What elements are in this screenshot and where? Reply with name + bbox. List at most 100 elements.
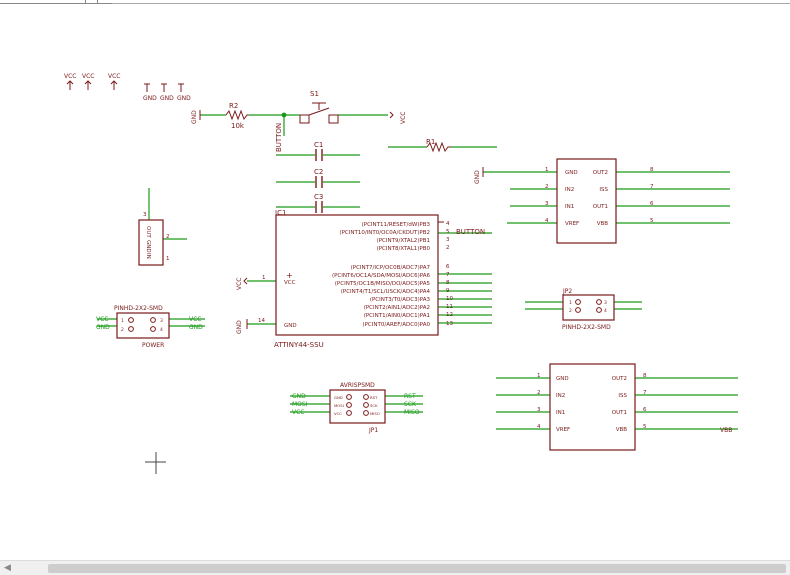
reg-pin-gnd: GND — [145, 240, 151, 253]
s1-label: S1 — [310, 90, 319, 98]
driver-pin-num: 5 — [650, 218, 654, 224]
ic-vcc-pin: VCC — [284, 280, 296, 286]
schematic-canvas[interactable]: VCC VCC VCC GND GND GND GND VCC VCC GND … — [0, 4, 790, 560]
capacitors[interactable] — [315, 149, 323, 213]
vcc-supply-symbols — [66, 80, 484, 329]
driver-pin-num: 2 — [537, 390, 541, 396]
isp-pin: VCC — [334, 411, 342, 416]
ic-pin-label: (PCINT9/XTAL2)PB1 — [377, 238, 430, 244]
pin-num: 1 — [569, 300, 572, 306]
driver-pin-num: 7 — [643, 390, 647, 396]
pin-num: 3 — [604, 300, 607, 306]
driver-pin-right: VBB — [597, 221, 609, 227]
ic-vcc-num: 1 — [262, 275, 266, 281]
ic-pin-num: 12 — [446, 312, 453, 318]
ic-pin-num: 4 — [446, 221, 450, 227]
tab-bar — [0, 0, 790, 4]
ic1-label: IC1 — [275, 209, 286, 217]
vcc-label: VCC — [64, 73, 76, 80]
c2-label: C2 — [314, 168, 323, 176]
resistor-r2[interactable]: R2 10k — [225, 102, 249, 130]
ic-pin-label: (PCINT4/T1/SCL/USCK/ADC4)PA4 — [341, 289, 431, 295]
ic-part-name: ATTINY44-SSU — [274, 341, 324, 349]
driver-pin-num: 3 — [545, 201, 549, 207]
r2-label: R2 — [229, 102, 238, 110]
isp-left-net: VCC — [292, 409, 304, 416]
reg-num: 2 — [166, 234, 170, 240]
driver-pin-right: VBB — [616, 427, 628, 433]
reg-num: 3 — [143, 212, 147, 218]
driver-pin-num: 5 — [643, 424, 647, 430]
button-net-label: BUTTON — [456, 228, 485, 236]
isp-pin: SCK — [370, 403, 378, 408]
reg-num: 1 — [166, 256, 170, 262]
button-net-label: BUTTON — [275, 123, 283, 152]
isp-pin: MOSI — [334, 403, 344, 408]
power-name-label: POWER — [142, 342, 164, 349]
resistor-r1[interactable]: R1 — [426, 138, 451, 153]
driver-pin-num: 4 — [545, 218, 549, 224]
ic-pin-label: (PCINT10/INT0/OC0A/CKOUT)PB2 — [339, 230, 430, 236]
tab-separator — [97, 0, 98, 4]
driver-pin-num: 4 — [537, 424, 541, 430]
gnd-label: GND — [160, 95, 174, 102]
driver-pin-num: 1 — [545, 167, 549, 173]
isp-right-net: RST — [404, 393, 416, 400]
isp-right-net: MISO — [404, 409, 420, 416]
horizontal-scrollbar[interactable]: ◀ — [0, 560, 790, 575]
ic-pin-num: 10 — [446, 296, 453, 302]
vbb-label: VBB — [720, 427, 732, 434]
ic-pin-label: (PCINT2/AIN1/ADC2)PA2 — [364, 305, 430, 311]
ic-pin-num: 5 — [446, 229, 450, 235]
gnd-label: GND — [191, 110, 198, 124]
net-junction — [281, 112, 287, 118]
driver-pin-num: 6 — [643, 407, 647, 413]
scroll-left-icon[interactable]: ◀ — [4, 563, 11, 573]
ic-pin-num: 11 — [446, 304, 453, 310]
jp2-label: JP2 — [562, 288, 572, 295]
tab-underline — [112, 3, 790, 4]
ic-gnd-pin: GND — [284, 323, 297, 329]
ic-pin-label: (PCINT1/AIN0/ADC1)PA1 — [364, 313, 430, 319]
driver-pin-num: 2 — [545, 184, 549, 190]
gnd-label: GND — [236, 320, 243, 334]
isp-name-label: JP1 — [368, 427, 378, 434]
vcc-label: VCC — [236, 278, 243, 290]
driver-pin-left: VREF — [556, 427, 570, 433]
scrollbar-thumb[interactable] — [48, 564, 786, 573]
reg-pin-out: OUT — [145, 226, 151, 238]
net-wires — [97, 114, 738, 430]
ic-pin-num: 13 — [446, 321, 453, 327]
jp2-header[interactable]: JP2 PINHD-2X2-SMD 1 2 3 4 — [562, 288, 615, 331]
driver-pin-num: 8 — [643, 373, 647, 379]
isp-header[interactable]: AVRISPSMD JP1 GND MOSI VCC RST SCK MISO … — [292, 382, 420, 434]
driver-pin-left: IN1 — [565, 204, 574, 210]
vcc-label: VCC — [400, 112, 407, 124]
isp-left-net: GND — [292, 393, 306, 400]
gnd-label: GND — [143, 95, 157, 102]
power-header[interactable]: PINHD-2X2-SMD POWER VCC GND VCC GND 1 2 … — [96, 305, 203, 349]
isp-right-net: SCK — [404, 401, 417, 408]
driver-pin-left: VREF — [565, 221, 579, 227]
editor-tab[interactable] — [0, 0, 112, 4]
ic-pin-label: (PCINT0/AREF/ADC0)PA0 — [362, 322, 430, 328]
isp-pin: GND — [334, 395, 343, 400]
pin-num: 2 — [569, 308, 572, 314]
plus-mark: + — [286, 271, 293, 280]
microcontroller-attiny44[interactable]: (PCINT11/RESET/dW)PB3(PCINT10/INT0/OC0A/… — [258, 214, 453, 349]
ic-pin-label: (PCINT5/OC1B/MISO/DO/ADC5)PA5 — [335, 281, 431, 287]
crosshair-cursor-icon — [145, 452, 166, 474]
driver-pin-left: IN2 — [556, 393, 565, 399]
driver-pin-right: ISS — [599, 187, 608, 193]
driver-pin-right: OUT1 — [593, 204, 608, 210]
driver-pin-num: 7 — [650, 184, 654, 190]
pin-num: 3 — [160, 318, 163, 324]
power-head-label: PINHD-2X2-SMD — [114, 305, 163, 312]
voltage-regulator[interactable]: OUT GND IN 3 2 1 — [138, 212, 170, 266]
gnd-label: GND — [177, 95, 191, 102]
reg-pin-in: IN — [145, 253, 151, 259]
switch-s1[interactable]: S1 — [299, 90, 339, 124]
jp2-head-label: PINHD-2X2-SMD — [562, 324, 611, 331]
